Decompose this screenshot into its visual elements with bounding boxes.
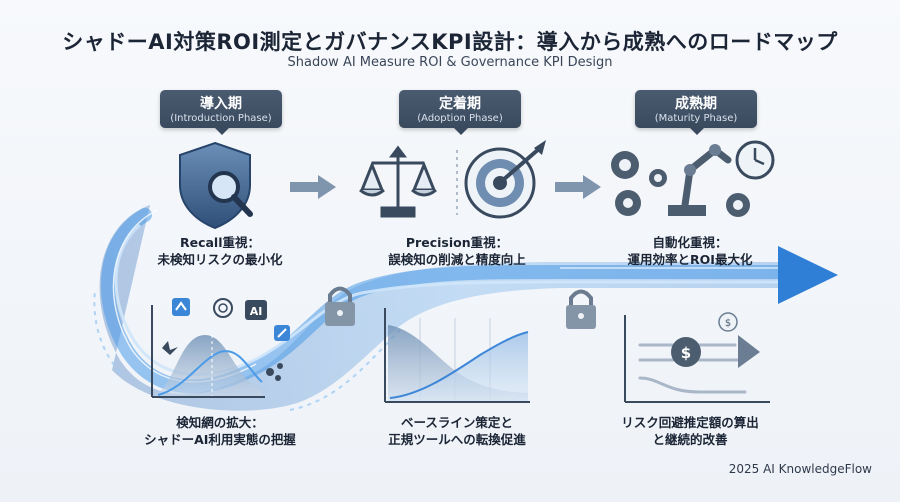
outcome-line-2: と継続的改善 — [652, 432, 728, 447]
focus-line-2: 誤検知の削減と精度向上 — [388, 252, 526, 267]
phase-label-adoption: 定着期 (Adoption Phase) — [399, 90, 521, 135]
outcome-line-1: ベースライン策定と — [401, 415, 513, 430]
balance-scale-icon — [359, 145, 437, 218]
flow-stream — [93, 205, 838, 411]
phase-title: 導入期 — [200, 96, 242, 112]
phase-label-introduction: 導入期 (Introduction Phase) — [160, 90, 282, 135]
lock-icon — [566, 289, 596, 329]
lock-icon — [325, 286, 355, 326]
target-icon — [464, 140, 546, 219]
focus-line-1: 自動化重視： — [652, 235, 728, 250]
page-title: シャドーAI対策ROI測定とガバナンスKPI設計：導入から成熟へのロードマップ — [62, 30, 838, 54]
phase-title: 定着期 — [439, 96, 481, 112]
focus-caption-recall: Recall重視： 未検知リスクの最小化 — [130, 234, 310, 268]
currency-symbol-small: $ — [725, 318, 731, 329]
detection-curve-chart — [151, 305, 265, 398]
phase-label-maturity: 成熟期 (Maturity Phase) — [635, 90, 757, 135]
focus-line-2: 未検知リスクの最小化 — [157, 252, 283, 267]
spark-icon — [162, 341, 178, 355]
stream-arrowhead — [778, 246, 838, 304]
phase-subtitle: (Adoption Phase) — [417, 113, 503, 124]
ai-badge-label: AI — [250, 305, 263, 318]
phase-subtitle: (Introduction Phase) — [170, 113, 272, 124]
shield-magnifier-icon — [179, 141, 253, 230]
page-subtitle: Shadow AI Measure ROI & Governance KPI D… — [287, 55, 613, 70]
phase-subtitle: (Maturity Phase) — [654, 113, 738, 124]
outcome-caption-introduction: 検知網の拡大： シャドーAI利用実態の把握 — [120, 414, 320, 448]
focus-caption-automation: 自動化重視： 運用効率とROI最大化 — [600, 234, 780, 268]
phase-arrow-1 — [290, 175, 336, 199]
pen-icon — [274, 325, 290, 341]
outcome-caption-maturity: リスク回避推定額の算出 と継続的改善 — [590, 414, 790, 448]
risk-cost-chart: $ $ — [624, 312, 770, 403]
phase-title: 成熟期 — [675, 96, 717, 112]
outcome-line-2: シャドーAI利用実態の把握 — [144, 432, 296, 447]
baseline-chart — [384, 308, 530, 403]
focus-line-2: 運用効率とROI最大化 — [627, 252, 753, 267]
gear-icon — [611, 151, 750, 217]
footer-credit: 2025 AI KnowledgeFlow — [728, 462, 872, 476]
focus-caption-precision: Precision重視： 誤検知の削減と精度向上 — [362, 234, 552, 268]
ai-badge-icon: AI — [245, 300, 267, 320]
outcome-line-2: 正規ツールへの転換促進 — [388, 432, 526, 447]
outcome-caption-adoption: ベースライン策定と 正規ツールへの転換促進 — [362, 414, 552, 448]
currency-symbol: $ — [681, 344, 691, 362]
outcome-line-1: 検知網の拡大： — [176, 415, 264, 430]
openai-icon — [213, 298, 233, 318]
focus-line-1: Recall重視： — [179, 235, 261, 250]
network-icon — [266, 363, 283, 381]
focus-line-1: Precision重視： — [405, 235, 509, 250]
robot-arm-icon — [668, 144, 732, 216]
outcome-line-1: リスク回避推定額の算出 — [621, 415, 759, 430]
app-icon-bird — [172, 298, 190, 316]
clock-icon — [735, 140, 775, 180]
phase-arrow-2 — [555, 175, 601, 199]
